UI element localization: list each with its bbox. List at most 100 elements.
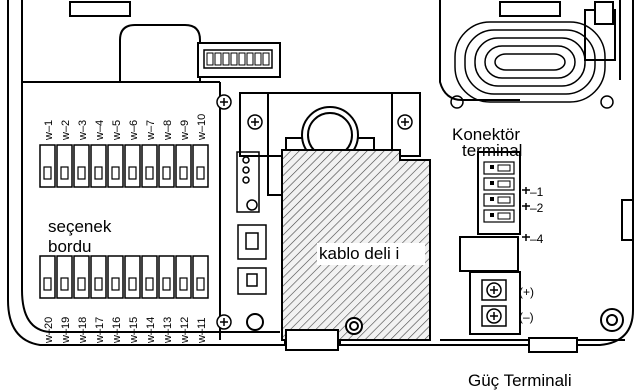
terminal-pin [145,277,154,291]
connector-contact [497,196,511,204]
wire-label: w–19 [60,317,72,344]
cable-hole-label: kablo deli i [319,244,399,263]
grill-ring [454,21,606,103]
grill-hole [600,95,614,109]
wire-label: w–8 [162,120,174,141]
wire-label: w–18 [77,317,89,344]
terminal-slot [158,144,175,188]
terminal-pin [111,277,120,291]
wire-label: w–14 [145,317,157,344]
wire-label: w–20 [43,317,55,344]
terminal-pin [179,166,188,180]
terminal-slot [107,255,124,299]
power-terminal-block: (+)(–) Güç Terminali [459,236,572,390]
pin-marker [522,187,530,194]
pin-marker [522,203,530,210]
terminal-slot [141,255,158,299]
wire-label: w–2 [60,120,72,141]
power-terminal-label: Güç Terminali [468,371,572,390]
terminal-slot [90,144,107,188]
terminal-slot [73,255,90,299]
dip-cell [222,52,230,66]
speaker-grill [450,21,614,109]
option-board: w–1 w–2 w–3 w–4 w–5 w–6 w–7 w–8 w–9 w–10 w–20 w–19… [38,114,210,344]
connector-dot [490,213,494,217]
terminal-pin [60,166,69,180]
terminal-slot [107,144,124,188]
terminal-pin [179,277,188,291]
terminal-pin [43,166,52,180]
connector-contact [497,180,511,188]
wire-label: w–1 [43,120,55,141]
terminal-slot [56,255,73,299]
connector-terminal-block: Konektör terminal –1–2–4 [452,125,544,246]
terminal-pin [128,277,137,291]
wire-label: w–3 [77,120,89,141]
grill-ring [494,53,566,71]
terminal-slot [124,255,141,299]
connector-pin-label: –1 [530,185,544,199]
grill-ring [484,45,576,79]
terminal-slot [73,144,90,188]
wire-label: w–9 [179,120,191,141]
grill-ring [464,29,596,95]
wire-label: w–16 [111,317,123,344]
wire-label: w–15 [128,317,140,344]
terminal-slot [141,144,158,188]
terminal-pin [196,277,205,291]
connector-dot [490,197,494,201]
terminal-slot [192,255,209,299]
bottom-connector-row [39,255,209,299]
terminal-slot [124,144,141,188]
top-clips [69,1,616,353]
connector-contact [497,164,511,172]
option-board-label-line1: seçenek [48,217,112,236]
terminal-pin [145,166,154,180]
connector-dot [490,181,494,185]
wire-label: w–10 [196,114,208,141]
terminal-slot [39,144,56,188]
terminal-pin [77,166,86,180]
terminal-pin [128,166,137,180]
connector-pin-labels: –1–2–4 [522,185,544,246]
dip-cell [254,52,262,66]
wire-label: w–5 [111,120,123,141]
dip-cell [214,52,222,66]
dip-cell [238,52,246,66]
grill-hole [450,95,464,109]
wire-labels-top: w–1 w–2 w–3 w–4 w–5 w–6 w–7 w–8 w–9 w–10 [43,114,208,141]
wire-label: w–6 [128,120,140,141]
small-connectors [236,151,267,295]
wire-label: w–13 [162,317,174,344]
screws [216,94,413,330]
wire-label: w–4 [94,120,106,141]
dip-cell [262,52,270,66]
wire-label: w–11 [196,318,208,344]
wire-label: w–7 [145,120,157,141]
bottom-clip [246,199,634,351]
terminal-pin [60,277,69,291]
terminal-slot [56,144,73,188]
pin-marker [522,234,530,241]
terminal-pin [43,277,52,291]
connector-contact [497,212,511,220]
terminal-slot [175,144,192,188]
terminal-slot [158,255,175,299]
terminal-slot [90,255,107,299]
dip-cell [230,52,238,66]
terminal-pin [196,166,205,180]
power-pin-labels: (+)(–) [519,285,534,324]
terminal-pin [162,277,171,291]
dip-cell [246,52,254,66]
connector-pin-label: –4 [530,232,544,246]
connector-slots [483,161,515,223]
terminal-pin [111,166,120,180]
grill-ring [474,37,586,87]
connector-terminal-label-line1: Konektör [452,125,520,144]
terminal-pin [94,277,103,291]
connector-dot [490,165,494,169]
cable-hole: kablo deli i [281,149,431,341]
dip-cells [206,52,270,66]
